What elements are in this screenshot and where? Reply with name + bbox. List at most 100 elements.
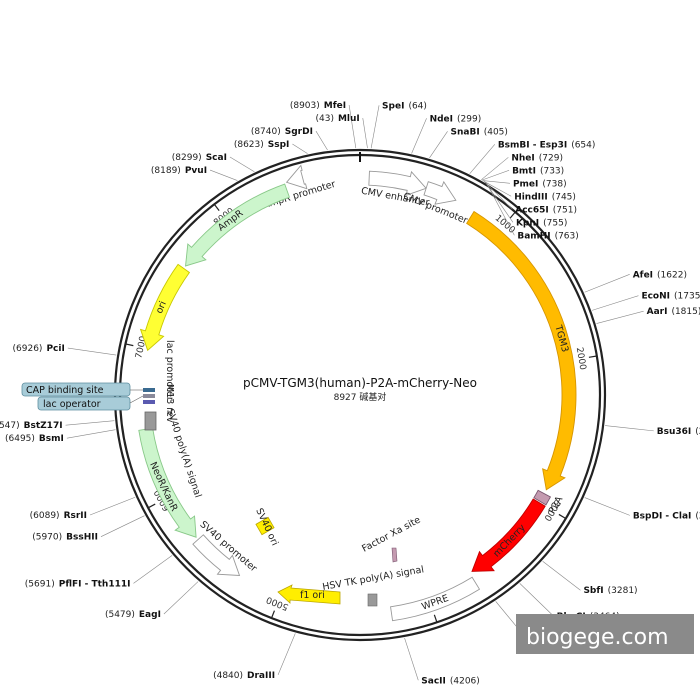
site-name: SbfI <box>583 586 603 596</box>
lac-promoter-label: lac promoter <box>164 340 175 401</box>
site-leader <box>484 181 513 210</box>
feature-p2a <box>533 489 552 506</box>
restriction-site: BamHI(763) <box>517 231 578 241</box>
sv40-ori-box <box>255 516 275 536</box>
factor-xa-label: Factor Xa site <box>360 515 422 555</box>
site-name: ScaI <box>206 153 227 163</box>
restriction-site: (8903)MfeI <box>290 101 346 111</box>
restriction-site: SpeI(64) <box>382 101 427 111</box>
site-name: NdeI <box>430 114 453 124</box>
site-position: (745) <box>552 192 576 202</box>
feature-ori <box>139 263 191 352</box>
ruler-tick <box>270 610 276 619</box>
ruler-tick <box>213 203 220 212</box>
restriction-site: SnaBI (405) <box>451 127 508 137</box>
ruler-tick <box>509 211 516 219</box>
cap-binding-site-tag-label: CAP binding site <box>26 385 104 396</box>
lac-operator-leader <box>129 395 144 404</box>
site-name: EagI <box>139 610 161 620</box>
f1-ori-label: f1 ori <box>300 590 325 601</box>
feature-tgm3 <box>466 210 577 491</box>
site-name: PmeI <box>513 179 538 189</box>
cap-binding-site-tag-box <box>21 382 131 397</box>
feature-sv40-promoter <box>192 534 241 576</box>
feature-cmv-enhancer <box>368 170 427 196</box>
site-name: Bsu36I <box>657 427 692 437</box>
restriction-site: PmeI (738) <box>513 179 567 189</box>
site-leader <box>89 496 136 516</box>
restriction-site: SbfI (3281) <box>583 586 637 596</box>
site-leader <box>481 170 510 181</box>
site-position: (751) <box>553 205 577 215</box>
lac-operator-tag-box <box>37 396 131 411</box>
site-leader <box>277 633 296 675</box>
restriction-site: AarI(1815) <box>647 307 700 317</box>
ruler-tick <box>147 503 156 509</box>
site-position: (8740) <box>251 127 281 137</box>
ruler-tick <box>125 343 134 347</box>
site-leader <box>429 131 448 159</box>
feature-ampr-promoter <box>285 164 308 190</box>
restriction-site: KpnI(755) <box>516 218 567 228</box>
site-leader <box>66 429 116 439</box>
site-position: (43) <box>315 114 333 124</box>
lac-operator-tag-label: lac operator <box>43 399 101 410</box>
site-leader-lines <box>65 104 654 681</box>
site-position: (8623) <box>234 140 264 150</box>
site-name: MfeI <box>324 101 346 111</box>
site-leader <box>482 180 510 184</box>
site-position: (755) <box>543 218 567 228</box>
site-name: PvuI <box>185 166 207 176</box>
restriction-site: (4840) DraIII <box>213 671 275 681</box>
watermark-bg <box>516 614 694 654</box>
site-leader <box>411 118 427 154</box>
site-position: (405) <box>484 127 508 137</box>
restriction-site: NdeI (299) <box>430 114 482 124</box>
site-position: (4206) <box>450 676 480 686</box>
site-name: DraIII <box>247 671 275 681</box>
lac-promoter-box <box>143 400 155 404</box>
hsv-tk-polya-box <box>367 593 378 607</box>
site-position: (4840) <box>213 671 243 681</box>
site-name: MluI <box>338 114 360 124</box>
site-position: (5970) <box>32 533 62 543</box>
site-position: (8189) <box>151 166 181 176</box>
restriction-site: (8189) PvuI <box>151 166 207 176</box>
site-leader <box>584 497 630 516</box>
cap-binding-site-box <box>143 388 155 392</box>
site-name: BamHI <box>517 231 550 241</box>
site-leader <box>542 561 581 591</box>
site-position: (6089) <box>30 511 60 521</box>
site-name: EcoNI <box>641 292 670 302</box>
site-leader <box>469 144 496 174</box>
site-name: SnaBI <box>451 127 480 137</box>
site-name: HindIII <box>514 192 548 202</box>
feature-ampr <box>185 183 290 267</box>
restriction-site: HindIII (745) <box>514 192 576 202</box>
restriction-site: BmtI(733) <box>512 166 564 176</box>
site-position: (6495) <box>5 434 35 444</box>
site-position: (738) <box>542 179 566 189</box>
site-name: BsmI <box>39 434 64 444</box>
feature-wpre <box>390 576 481 622</box>
site-leader <box>584 274 630 293</box>
lac-operator-tag: lac operator <box>37 395 144 411</box>
site-leader <box>163 581 199 615</box>
restriction-site: Acc65I (751) <box>515 205 577 215</box>
site-leader <box>292 143 308 154</box>
restriction-site: (5970)BssHII <box>32 533 98 543</box>
restriction-site: (8740)SgrDI <box>251 127 313 137</box>
restriction-site: BsmBI - Esp3I(654) <box>498 140 596 150</box>
site-position: (2840) <box>695 511 700 521</box>
site-leader <box>481 157 509 181</box>
restriction-site: AfeI(1622) <box>633 270 687 280</box>
watermark-text: biogege.com <box>526 625 669 650</box>
site-name: Acc65I <box>515 205 549 215</box>
ruler-tick <box>588 355 597 358</box>
site-position: (299) <box>457 114 481 124</box>
site-leader <box>348 104 357 149</box>
site-position: (3281) <box>608 586 638 596</box>
site-position: (8299) <box>172 153 202 163</box>
site-name: SacII <box>421 676 446 686</box>
restriction-site: (6926)PciI <box>13 344 65 354</box>
